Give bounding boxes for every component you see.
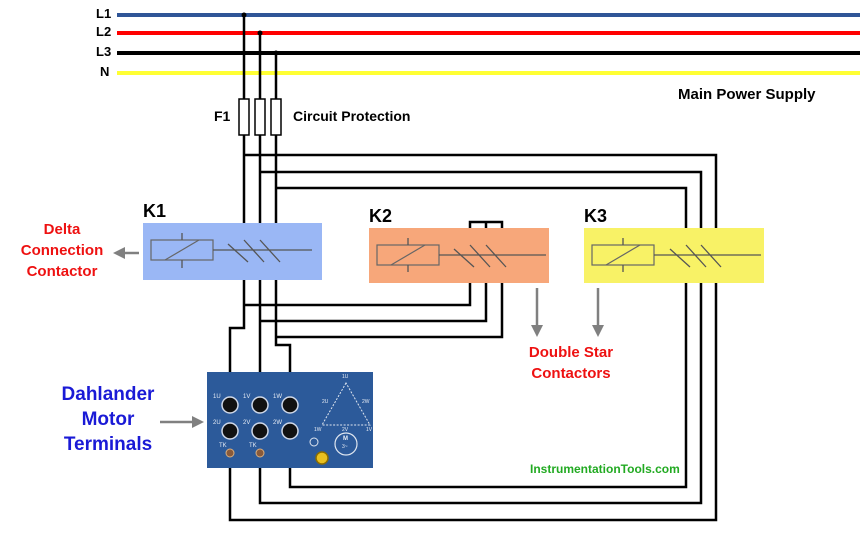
bus-label-l3: L3: [96, 44, 112, 59]
triangle-label-2v: 2V: [342, 427, 349, 433]
callout-arrows: [113, 247, 604, 428]
contactor-k3-label: K3: [584, 206, 608, 226]
triangle-label-1w: 1W: [314, 427, 322, 433]
terminal-label-tk-2: TK: [249, 443, 257, 449]
fuse-f1: [238, 98, 282, 136]
terminal-label-2v: 2V: [243, 420, 251, 426]
contactor-k1: [143, 223, 322, 280]
terminal-tk-2: [255, 448, 265, 458]
motor-callout-line-1: Dahlander: [61, 384, 155, 405]
motor-symbol-3ph: 3~: [342, 444, 348, 450]
delta-callout: Delta Connection Contactor: [12, 219, 112, 282]
terminal-2w: [281, 422, 299, 440]
terminal-label-2u: 2U: [213, 420, 221, 426]
motor-callout-line-2: Motor: [81, 409, 135, 430]
earth-terminal: [315, 451, 329, 465]
terminal-1w: [281, 396, 299, 414]
motor-callout: Dahlander Motor Terminals: [48, 382, 168, 457]
contactor-k2: [369, 228, 549, 283]
bus-label-l2: L2: [96, 24, 112, 39]
terminal-2v: [251, 422, 269, 440]
terminal-1u: [221, 396, 239, 414]
triangle-label-1u: 1U: [342, 374, 349, 380]
contactor-k1-label: K1: [143, 201, 167, 221]
contactor-k2-label: K2: [369, 206, 393, 226]
motor-symbol: [334, 432, 358, 456]
motor-symbol-m: M: [343, 436, 348, 442]
double-star-line-2: Contactors: [531, 365, 611, 382]
terminal-label-1w: 1W: [273, 394, 282, 400]
terminal-label-2w: 2W: [273, 420, 282, 426]
bus-label-n: N: [100, 64, 110, 79]
triangle-label-2u: 2U: [322, 399, 329, 405]
earth-symbol: [309, 437, 319, 447]
terminal-label-tk-1: TK: [219, 443, 227, 449]
terminal-label-1v: 1V: [243, 394, 251, 400]
fuse-label: Circuit Protection: [293, 108, 411, 124]
motor-callout-line-3: Terminals: [63, 434, 153, 455]
delta-callout-line-3: Contactor: [26, 263, 98, 280]
triangle-label-1v: 1V: [366, 427, 373, 433]
delta-callout-line-2: Connection: [20, 242, 104, 259]
delta-callout-line-1: Delta: [43, 221, 81, 238]
terminal-2u: [221, 422, 239, 440]
motor-terminal-panel: [207, 372, 373, 468]
contactor-k3: [584, 228, 764, 283]
watermark: InstrumentationTools.com: [530, 462, 680, 476]
supply-drops: [242, 15, 278, 99]
double-star-callout: Double Star Contactors: [519, 342, 623, 384]
triangle-label-2w: 2W: [362, 399, 370, 405]
supply-label: Main Power Supply: [678, 86, 816, 103]
terminal-1v: [251, 396, 269, 414]
terminal-tk-1: [225, 448, 235, 458]
fuse-id: F1: [214, 108, 231, 124]
double-star-line-1: Double Star: [528, 344, 614, 361]
bus-label-l1: L1: [96, 6, 112, 21]
terminal-label-1u: 1U: [213, 394, 221, 400]
winding-triangle: [321, 381, 371, 426]
